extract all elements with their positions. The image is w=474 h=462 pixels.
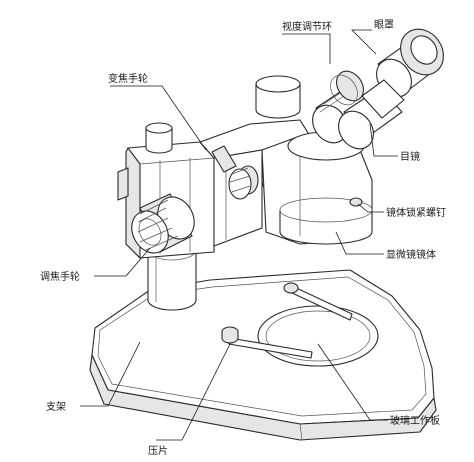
label-stand: 支架 [46,401,66,413]
label-microscope-body: 显微镜镜体 [386,248,436,261]
base-plate [89,269,437,441]
stage-clip-left [221,326,313,359]
eyecup [361,28,444,119]
focus-knob [131,193,195,254]
stage-clip-right [283,282,353,321]
body-lock-screw [349,197,363,207]
label-focus-knob: 调焦手轮 [40,270,80,283]
tension-cap [145,122,173,154]
dioptre-ring [330,70,364,106]
label-body-lock-screw: 镜体锁紧螺钉 [386,206,446,219]
label-glass-stage: 玻璃工作板 [390,414,440,427]
label-zoom-ring: 视度调节环 [282,20,332,33]
label-zoom-knob: 变焦手轮 [108,72,148,85]
glass-stage [257,305,379,367]
label-eyepiece: 目镜 [400,150,420,163]
label-eyecup: 眼罩 [374,19,394,31]
leader-lines [80,29,398,441]
microscope-body [261,131,373,245]
label-clip: 压片 [148,444,168,457]
turret-cap [255,75,301,119]
